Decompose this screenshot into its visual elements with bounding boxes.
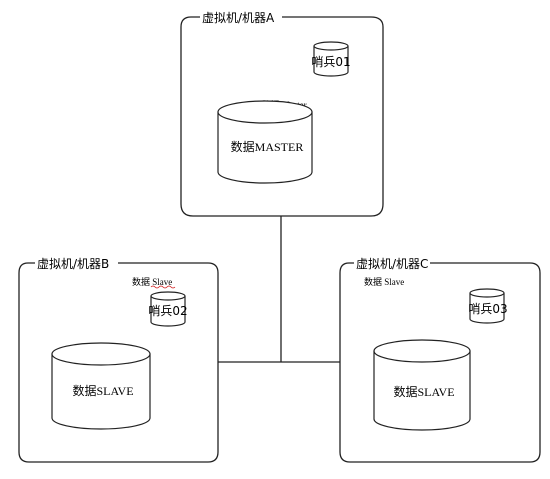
master-db-cylinder [217,100,313,184]
slave-c-db-cylinder [373,339,471,431]
machine-a-title: 虚拟机/机器A [202,11,275,25]
sentinel-02-cylinder [150,291,186,327]
slave-c-db-label: 数据SLAVE [393,384,454,399]
machine-c-frame [339,262,541,463]
sentinel-03-cylinder [469,288,505,324]
machine-a: 虚拟机/机器A 哨兵01 数据 Master 数据MASTER [180,11,384,217]
sentinel-02-label: 哨兵02 [148,303,187,318]
sentinel-01-cylinder [313,41,349,77]
machine-a-frame [180,16,384,217]
network-connectors [218,216,340,363]
slave-c-db-caption: 数据 Slave [364,276,404,287]
machine-b: 虚拟机/机器B 数据 Slave 哨兵02 数据SLAVE [18,257,219,463]
sentinel-03-label: 哨兵03 [468,301,507,316]
slave-b-db-caption: 数据 Slave [132,276,172,287]
machine-b-title: 虚拟机/机器B [37,257,109,271]
spellcheck-underline [150,285,176,289]
slave-b-db-label: 数据SLAVE [72,383,133,398]
machine-c-title: 虚拟机/机器C [356,257,428,271]
machine-c: 虚拟机/机器C 数据 Slave 哨兵03 数据SLAVE [339,257,541,463]
slave-b-db-cylinder [51,342,151,430]
master-db-label: 数据MASTER [231,139,304,154]
sentinel-01-label: 哨兵01 [311,54,350,69]
machine-b-frame [18,262,219,463]
